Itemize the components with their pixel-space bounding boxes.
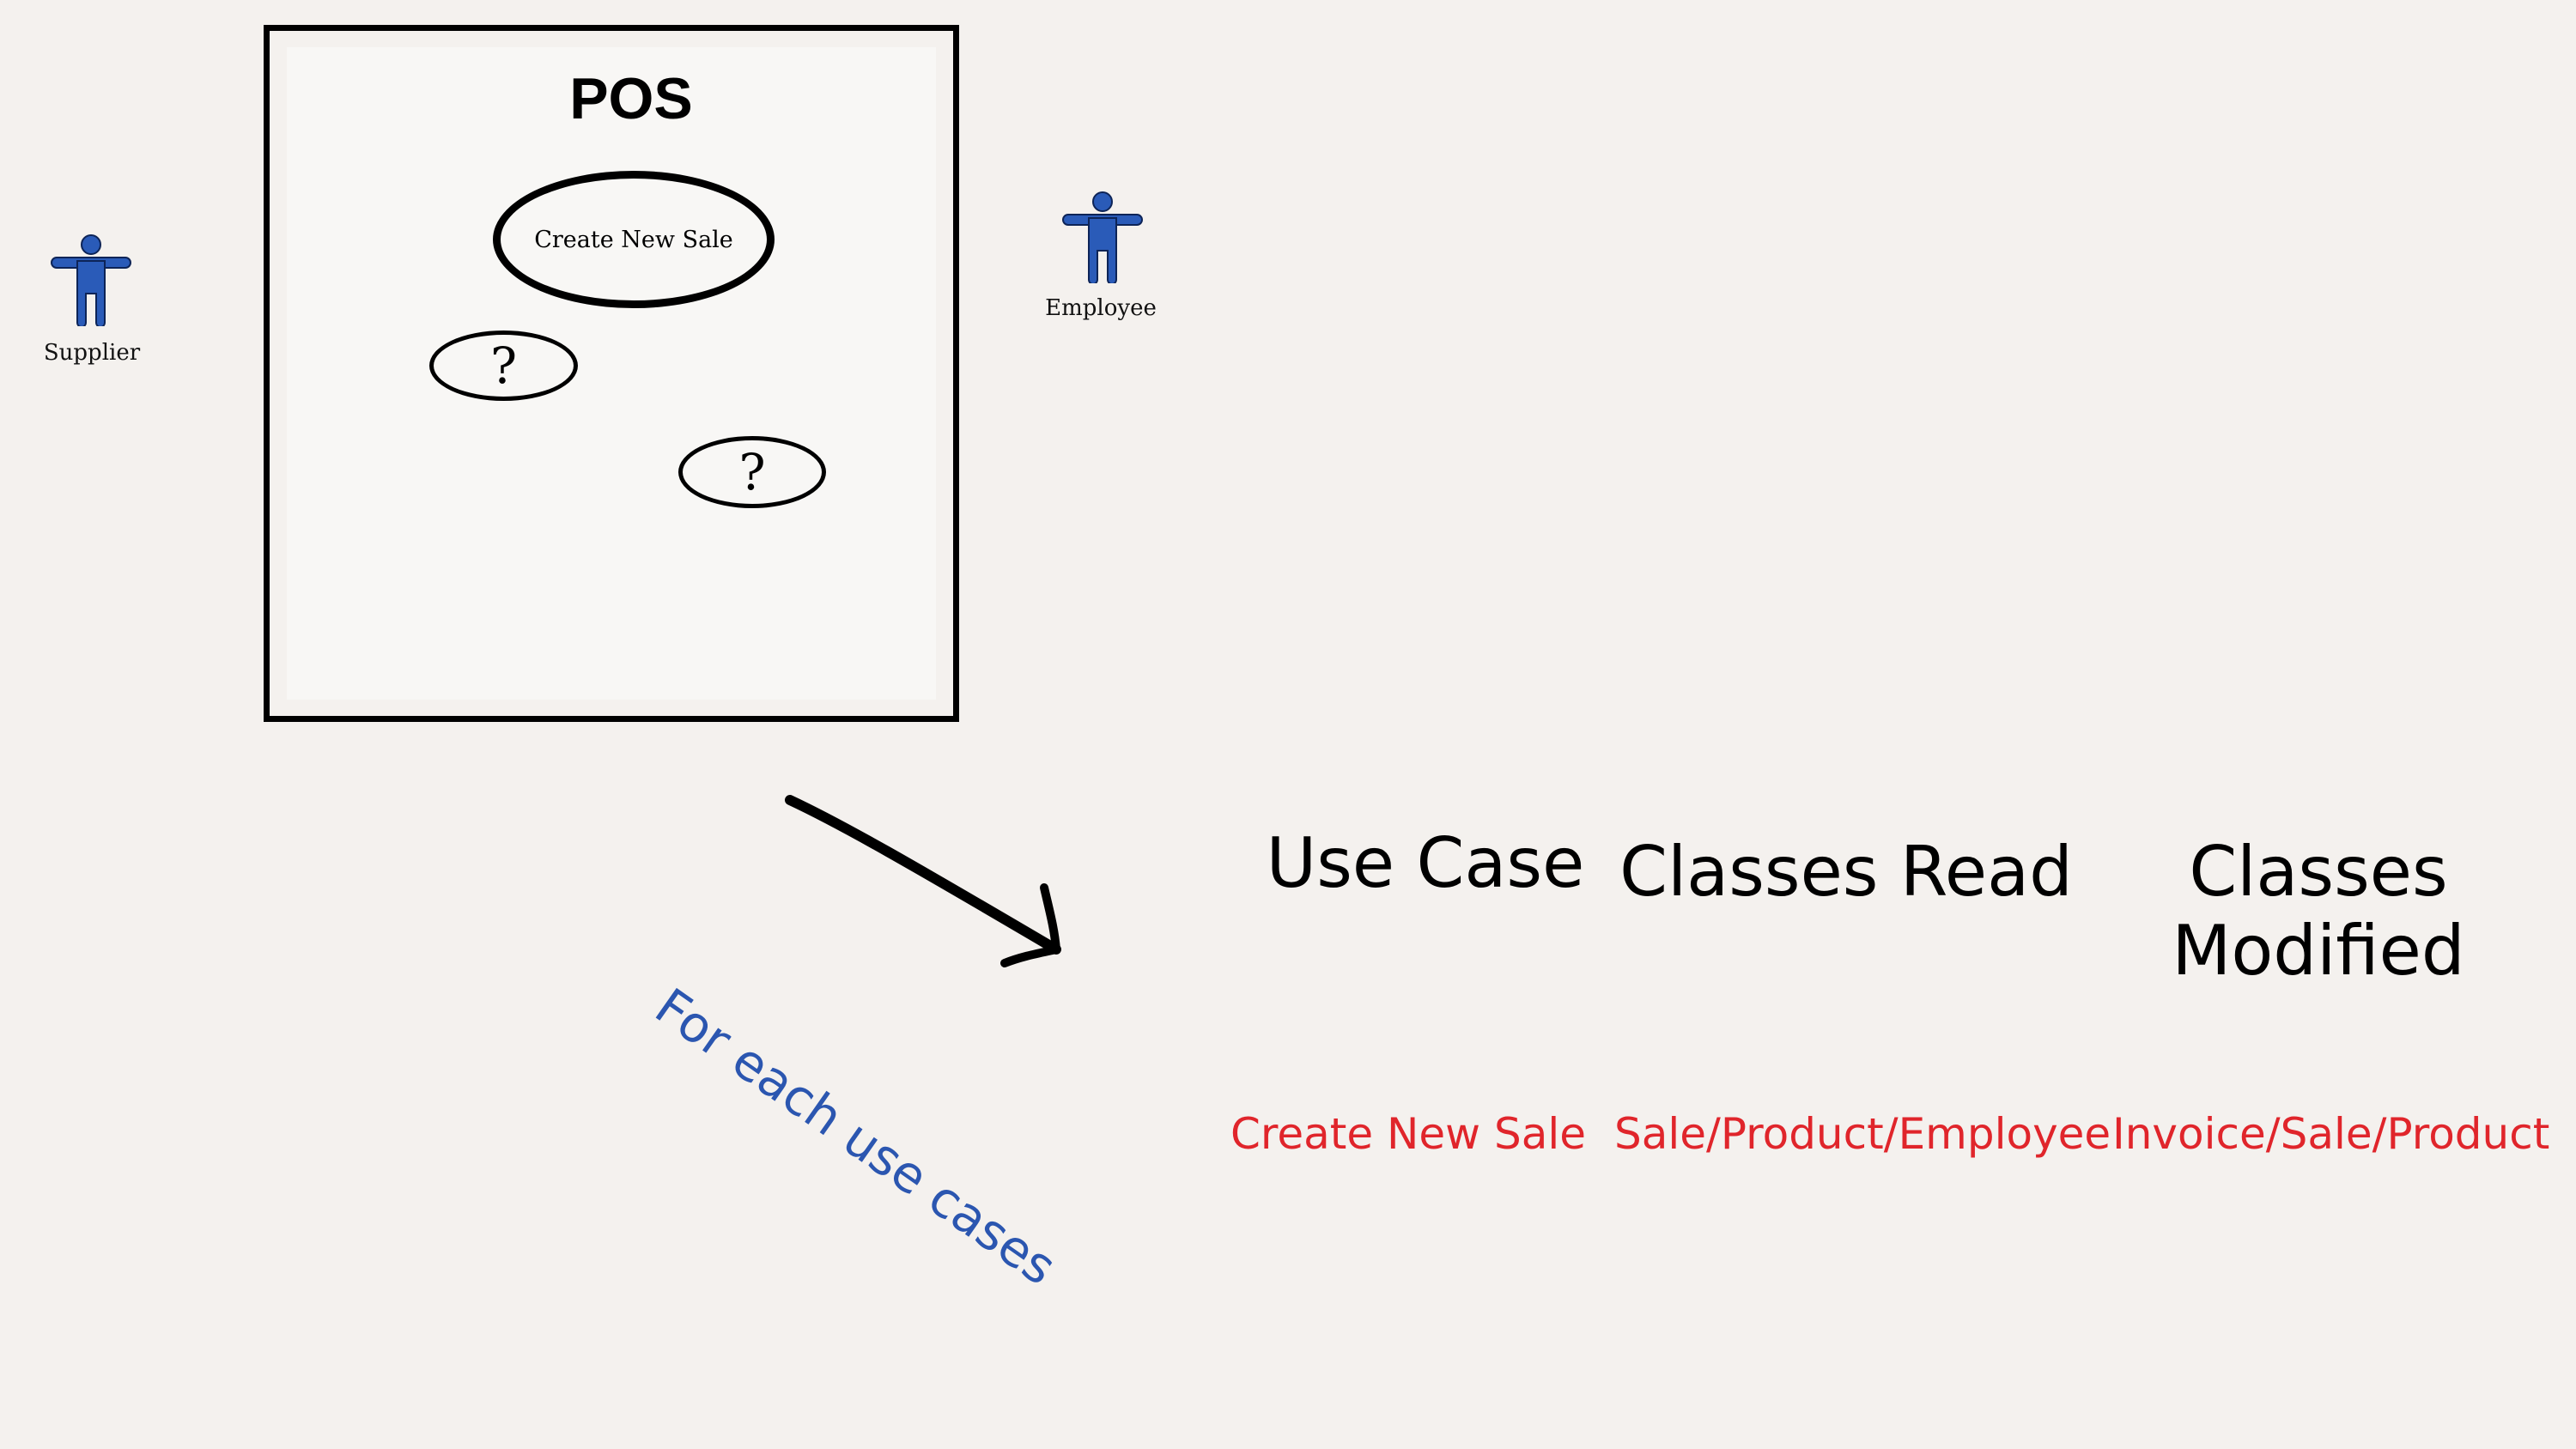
cell-classes-read: Sale/Product/Employee [1614,1109,2111,1159]
system-boundary [264,25,959,722]
system-boundary-fill [287,47,936,700]
cell-classes-modified: Invoice/Sale/Product [2112,1109,2550,1159]
column-header-use-case: Use Case [1266,823,1585,903]
use-case-create-new-sale: Create New Sale [493,171,775,308]
actor-label-employee: Employee [1045,295,1157,321]
supplier-actor-icon [51,234,131,326]
cell-use-case: Create New Sale [1230,1109,1586,1159]
annotation-text: For each use cases [644,977,1067,1297]
use-case-unknown-1: ? [429,330,578,401]
column-header-classes-modified: Classes Modified [2172,832,2465,991]
column-header-classes-read: Classes Read [1619,832,2073,912]
actor-label-supplier: Supplier [43,340,141,366]
use-case-unknown-2: ? [678,436,826,508]
employee-actor-icon [1062,191,1143,283]
system-title: POS [569,66,693,131]
arrow-icon [785,795,1061,967]
